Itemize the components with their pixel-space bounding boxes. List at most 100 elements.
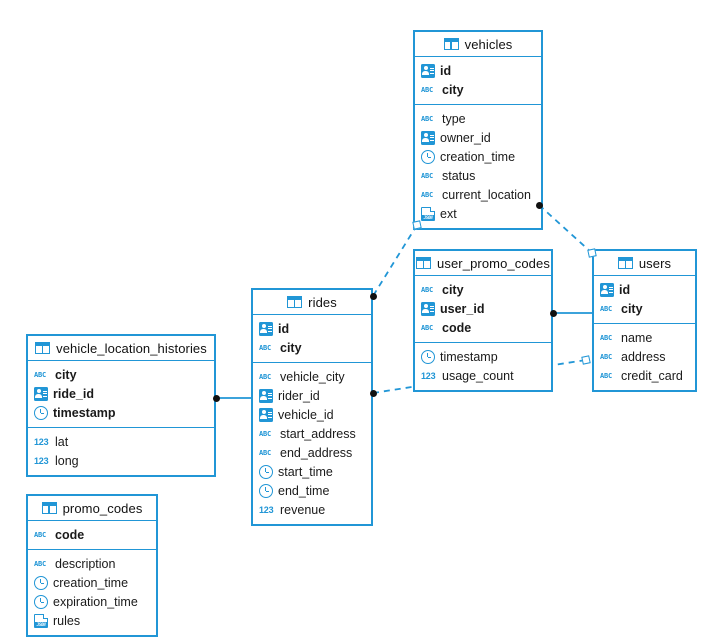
- column-row[interactable]: vehicle_id: [253, 405, 371, 424]
- column-name: ext: [440, 206, 457, 221]
- column-name: timestamp: [440, 349, 498, 364]
- table-header[interactable]: vehicle_location_histories: [28, 336, 214, 361]
- relationship-endpoint-dot: [549, 309, 557, 317]
- column-row[interactable]: creation_time: [28, 573, 156, 592]
- column-name: revenue: [280, 502, 326, 517]
- column-row[interactable]: end_time: [253, 481, 371, 500]
- abc-icon: ABC: [34, 559, 47, 568]
- column-name: credit_card: [621, 368, 683, 383]
- table-header[interactable]: rides: [253, 290, 371, 315]
- abc-icon: ABC: [259, 448, 272, 457]
- table-header[interactable]: vehicles: [415, 32, 541, 57]
- column-row[interactable]: user_id: [415, 299, 551, 318]
- column-name: city: [280, 340, 302, 355]
- column-row[interactable]: JSON ext: [415, 204, 541, 223]
- relationship-endpoint-dot: [369, 389, 377, 397]
- column-name: lat: [55, 434, 69, 449]
- column-name: address: [621, 349, 666, 364]
- id-icon: [421, 301, 435, 316]
- table-header[interactable]: promo_codes: [28, 496, 156, 521]
- clock-icon: [259, 464, 273, 479]
- column-name: id: [440, 63, 452, 78]
- table-title: vehicle_location_histories: [56, 340, 207, 356]
- column-name: expiration_time: [53, 594, 138, 609]
- column-row[interactable]: expiration_time: [28, 592, 156, 611]
- relationship-endpoint-dot: [369, 292, 377, 300]
- table-header[interactable]: users: [594, 251, 695, 276]
- id-icon: [421, 130, 435, 145]
- relationship-endpoint-dot: [535, 201, 543, 209]
- column-row[interactable]: owner_id: [415, 128, 541, 147]
- table-title: users: [638, 255, 672, 271]
- json-icon: JSON: [421, 206, 435, 221]
- column-row[interactable]: creation_time: [415, 147, 541, 166]
- 123-icon: 123: [421, 370, 436, 381]
- column-row[interactable]: timestamp: [28, 403, 214, 422]
- column-row[interactable]: rider_id: [253, 386, 371, 405]
- column-row[interactable]: start_time: [253, 462, 371, 481]
- column-name: id: [278, 321, 290, 336]
- abc-icon: ABC: [259, 429, 272, 438]
- abc-icon: ABC: [600, 304, 613, 313]
- column-row[interactable]: id: [594, 280, 695, 299]
- table-title: rides: [308, 294, 337, 310]
- abc-icon: ABC: [600, 333, 613, 342]
- column-name: city: [442, 282, 464, 297]
- column-row[interactable]: id: [415, 61, 541, 80]
- relationship-endpoint-square: [587, 248, 597, 258]
- column-row[interactable]: 123 lat: [28, 432, 214, 451]
- id-icon: [34, 386, 48, 401]
- id-icon: [259, 321, 273, 336]
- table-title: vehicles: [464, 36, 513, 52]
- table-header[interactable]: user_promo_codes: [415, 251, 551, 276]
- clock-icon: [421, 149, 435, 164]
- abc-icon: ABC: [421, 85, 434, 94]
- relationship-line-vehicles-users[interactable]: [538, 204, 593, 254]
- relationship-line-vehicles-rides[interactable]: [372, 224, 418, 297]
- 123-icon: 123: [34, 436, 49, 447]
- column-name: creation_time: [440, 149, 516, 164]
- column-row[interactable]: id: [253, 319, 371, 338]
- column-name: usage_count: [442, 368, 514, 383]
- table-icon: [443, 38, 459, 50]
- column-row[interactable]: ride_id: [28, 384, 214, 403]
- column-row[interactable]: timestamp: [415, 347, 551, 366]
- id-icon: [259, 388, 273, 403]
- table-icon: [416, 257, 432, 269]
- table-title: user_promo_codes: [437, 255, 550, 271]
- column-name: long: [55, 453, 79, 468]
- column-row[interactable]: 123 usage_count: [415, 366, 551, 385]
- json-icon: JSON: [34, 613, 48, 628]
